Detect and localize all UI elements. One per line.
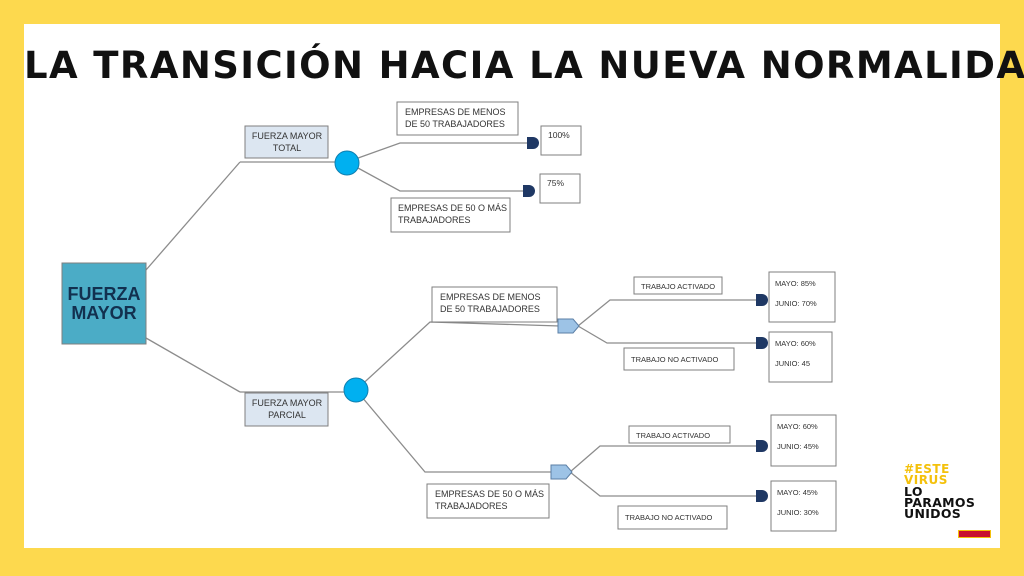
mas-activado-terminal <box>756 440 768 452</box>
spain-government-logo-icon <box>958 530 991 538</box>
total-menos-terminal <box>527 137 539 149</box>
branch-parcial-label-box <box>244 392 329 427</box>
total-menos-label: DE 50 TRABAJADORES <box>405 119 505 129</box>
mas-noactivado-label-box <box>617 505 728 530</box>
mas-activado-label: TRABAJO ACTIVADO <box>636 431 710 440</box>
edge-mas-noactivado <box>569 471 756 497</box>
badge-virus: VIRUS <box>904 473 948 487</box>
parcial-menos-label: EMPRESAS DE MENOS <box>440 292 541 302</box>
mas-activado-result-box <box>770 414 837 467</box>
edge-parcial-mas <box>355 389 553 473</box>
menos-activado-result-box <box>768 271 836 323</box>
edge-mas-activado <box>569 445 756 473</box>
total-menos-result: 100% <box>548 130 570 140</box>
root-label: FUERZA <box>68 284 141 304</box>
mas-activado-result: MAYO: 60% <box>777 422 818 431</box>
menos-noactivado-label: TRABAJO NO ACTIVADO <box>631 355 719 364</box>
total-menos-result-box <box>540 125 582 156</box>
menos-noactivado-result: MAYO: 60% <box>775 339 816 348</box>
parcial-mas-label: TRABAJADORES <box>435 501 508 511</box>
total-mas-result-box <box>539 173 581 204</box>
badge-lo: LO <box>904 484 923 499</box>
total-mas-result: 75% <box>547 178 564 188</box>
menos-activado-result: MAYO: 85% <box>775 279 816 288</box>
edge-root-total <box>145 161 241 271</box>
edge-total-menos <box>346 142 527 163</box>
menos-activado-label: TRABAJO ACTIVADO <box>641 282 715 291</box>
menos-activado-terminal <box>756 294 768 306</box>
menos-activado-label-box <box>633 276 723 295</box>
parcial-mas-label: EMPRESAS DE 50 O MÁS <box>435 489 544 499</box>
decision-node-parcial-mas <box>550 464 573 480</box>
edge-total-mas <box>346 161 523 192</box>
edge-menos-noactivado <box>577 325 756 344</box>
mas-activado-result: JUNIO: 45% <box>777 442 819 451</box>
total-menos-label-box <box>396 101 519 136</box>
edge-menos-activado <box>577 299 756 327</box>
menos-noactivado-result-box <box>768 331 833 383</box>
total-menos-label: EMPRESAS DE MENOS <box>405 107 506 117</box>
menos-noactivado-terminal <box>756 337 768 349</box>
root-label: MAYOR <box>71 303 136 323</box>
mas-noactivado-result: MAYO: 45% <box>777 488 818 497</box>
total-mas-label: EMPRESAS DE 50 O MÁS <box>398 203 507 213</box>
mas-activado-label-box <box>628 425 731 444</box>
menos-noactivado-label-box <box>623 347 735 371</box>
total-mas-label-box <box>390 197 511 233</box>
branch-total-label: FUERZA MAYOR <box>252 131 323 141</box>
menos-activado-result: JUNIO: 70% <box>775 299 817 308</box>
branch-parcial-label: PARCIAL <box>268 410 306 420</box>
mas-noactivado-result-box <box>770 480 837 532</box>
menos-noactivado-result: JUNIO: 45 <box>775 359 810 368</box>
slide-title: LA TRANSICIÓN HACIA LA NUEVA NORMALIDAD <box>24 44 1024 87</box>
badge-hashtag: #ESTE <box>904 462 950 476</box>
total-mas-label: TRABAJADORES <box>398 215 471 225</box>
branch-parcial-label: FUERZA MAYOR <box>252 398 323 408</box>
edge-root-parcial <box>145 337 241 393</box>
root-node <box>61 262 147 345</box>
campaign-badge: #ESTE VIRUS LO PARAMOS UNIDOS <box>904 462 994 521</box>
mas-noactivado-result: JUNIO: 30% <box>777 508 819 517</box>
parcial-mas-label-box <box>426 483 550 519</box>
chance-node-total <box>334 150 360 176</box>
badge-paramos: PARAMOS <box>904 495 976 510</box>
edge-parcial-menos <box>355 321 561 391</box>
parcial-menos-label: DE 50 TRABAJADORES <box>440 304 540 314</box>
badge-unidos: UNIDOS <box>904 506 962 521</box>
branch-total-label-box <box>244 125 329 159</box>
mas-noactivado-terminal <box>756 490 768 502</box>
mas-noactivado-label: TRABAJO NO ACTIVADO <box>625 513 713 522</box>
chance-node-parcial <box>343 377 369 403</box>
parcial-menos-label-box <box>431 286 558 323</box>
decision-node-parcial-menos <box>557 318 580 334</box>
branch-total-label: TOTAL <box>273 143 301 153</box>
total-mas-terminal <box>523 185 535 197</box>
